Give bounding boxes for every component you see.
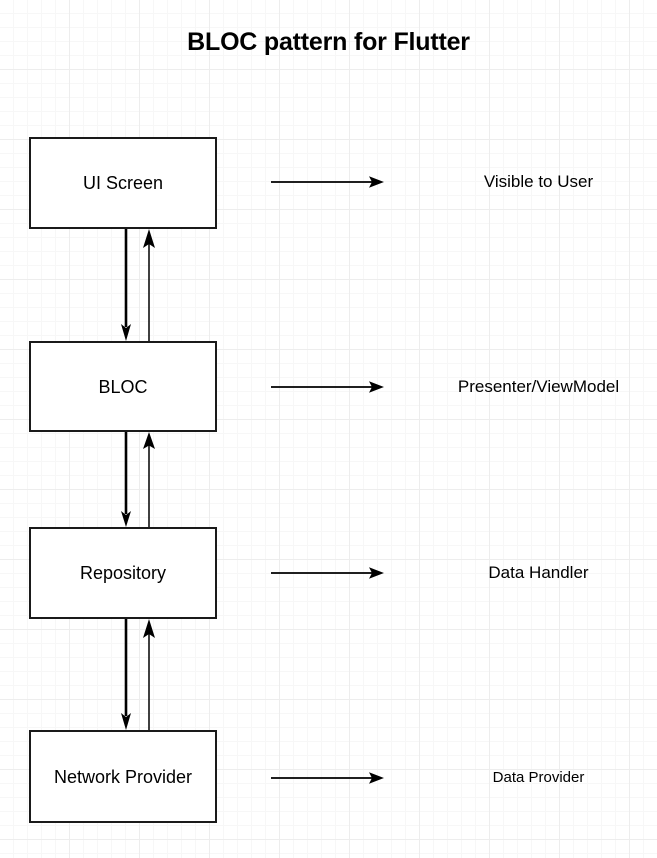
arrow-right-icon-ui-screen [270,170,385,194]
connector-ui-screen-bloc [0,229,657,341]
node-label-ui-screen: UI Screen [82,173,164,193]
arrow-right-icon-repository [270,561,385,585]
node-label-bloc: BLOC [98,376,148,397]
node-box-network-provider[interactable]: Network Provider [29,730,217,823]
arrow-right-icon-bloc [270,375,385,399]
role-row-ui-screen: Visible to User [0,170,657,194]
arrow-up-icon-network-provider-to-repository [143,619,155,730]
node-box-bloc[interactable]: BLOC [29,341,217,432]
diagram-title: BLOC pattern for Flutter [187,28,470,56]
node-box-ui-screen[interactable]: UI Screen [29,137,217,229]
role-label-repository: Data Handler [488,563,589,582]
role-label-bloc: Presenter/ViewModel [457,377,620,396]
arrow-up-icon-bloc-to-ui-screen [143,229,155,341]
role-row-repository: Data Handler [0,561,657,585]
node-label-repository: Repository [79,563,167,583]
node-label-network-provider: Network Provider [53,766,193,787]
role-row-bloc: Presenter/ViewModel [0,375,657,399]
connector-bloc-repository [0,432,657,527]
arrow-right-icon-network-provider [270,766,385,790]
role-label-network-provider: Data Provider [492,769,585,786]
role-label-ui-screen: Visible to User [483,172,594,191]
node-box-repository[interactable]: Repository [29,527,217,619]
arrow-down-icon-ui-screen-to-bloc [121,229,131,341]
connector-repository-network-provider [0,619,657,730]
arrow-up-icon-repository-to-bloc [143,432,155,527]
arrow-down-icon-bloc-to-repository [121,432,131,527]
role-row-network-provider: Data Provider [0,766,657,790]
arrow-down-icon-repository-to-network-provider [121,619,131,730]
